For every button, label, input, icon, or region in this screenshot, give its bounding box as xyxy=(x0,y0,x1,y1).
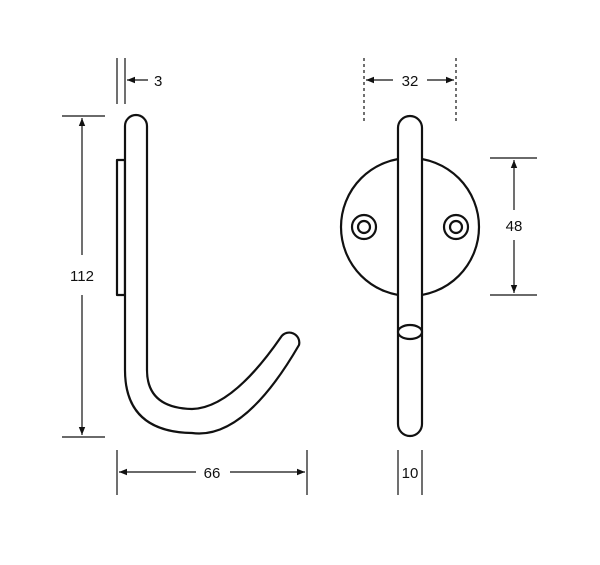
front-view-screw-hole-left xyxy=(350,213,378,241)
dimension-rod-diameter-label: 10 xyxy=(402,465,419,482)
dimension-hook-projection: 66 xyxy=(116,450,308,495)
side-view-hook-rod xyxy=(123,113,301,435)
dimension-rod-diameter: 10 xyxy=(397,450,423,495)
front-view xyxy=(339,114,481,438)
dimension-hole-spacing-label: 48 xyxy=(506,218,523,235)
dimension-wall-thickness: 3 xyxy=(116,58,162,104)
side-view xyxy=(115,113,301,435)
dimension-wall-thickness-label: 3 xyxy=(154,73,162,90)
dimension-hook-height-label: 112 xyxy=(70,268,94,285)
front-view-rod xyxy=(396,114,424,438)
front-view-rod-tip xyxy=(396,323,424,341)
dimension-rod-spacing: 32 xyxy=(363,58,457,124)
dimension-hole-spacing: 48 xyxy=(490,157,537,296)
dimension-hook-height: 112 xyxy=(62,115,105,438)
front-view-screw-hole-right xyxy=(442,213,470,241)
dimension-hook-projection-label: 66 xyxy=(204,465,221,482)
side-view-base-plate xyxy=(115,158,127,297)
dimension-rod-spacing-label: 32 xyxy=(402,73,419,90)
